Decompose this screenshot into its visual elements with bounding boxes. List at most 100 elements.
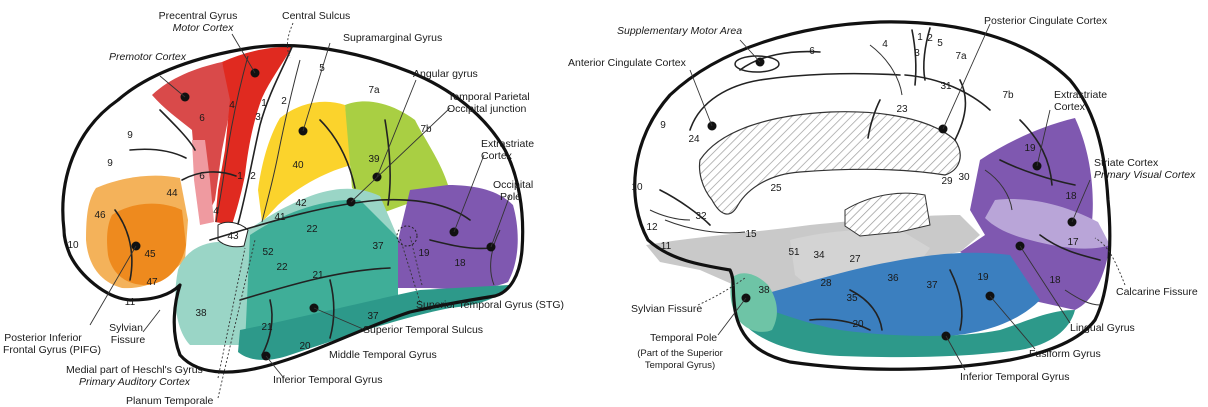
label-sts: Superior Temporal Sulcus	[363, 324, 483, 336]
label-extrastriate-medial: Extrastriate	[1054, 89, 1107, 101]
area-label: 25	[770, 183, 782, 194]
label-extrastriate: Extrastriate	[481, 138, 534, 150]
label-extrastriate-medial-2: Cortex	[1054, 101, 1086, 113]
lateral-view: 6 4 3 1 2 5 7a 9 9 6 4 1 2 40 39 7b 44 4…	[3, 10, 564, 407]
area-label: 9	[660, 120, 666, 131]
label-tpo-junction: Temporal Parietal	[448, 91, 530, 103]
label-temporal-pole: Temporal Pole	[650, 332, 717, 344]
label-primary-auditory: Primary Auditory Cortex	[79, 376, 191, 388]
area-label: 18	[454, 258, 466, 269]
label-lingual-gyrus: Lingual Gyrus	[1070, 322, 1135, 334]
area-label: 19	[1024, 143, 1036, 154]
area-label: 21	[312, 270, 324, 281]
area-label: 32	[695, 211, 707, 222]
label-itg-medial: Inferior Temporal Gyrus	[960, 371, 1070, 383]
area-label: 23	[896, 104, 908, 115]
area-label: 10	[631, 182, 643, 193]
label-calcarine-fissure: Calcarine Fissure	[1116, 286, 1198, 298]
area-label: 10	[67, 240, 79, 251]
label-premotor-cortex: Premotor Cortex	[109, 51, 187, 63]
area-label: 5	[937, 38, 943, 49]
area-label: 7a	[368, 85, 380, 96]
area-label: 37	[926, 280, 938, 291]
area-label: 34	[813, 250, 825, 261]
area-label: 24	[688, 134, 700, 145]
label-heschl: Medial part of Heschl's Gyrus	[66, 364, 203, 376]
area-label: 1	[261, 98, 267, 109]
area-label: 18	[1065, 191, 1077, 202]
area-label: 44	[166, 188, 178, 199]
area-label: 1	[237, 171, 243, 182]
area-label: 43	[227, 231, 239, 242]
label-sylvian-fissure-2: Fissure	[111, 334, 146, 346]
area-label: 11	[661, 241, 672, 252]
label-central-sulcus: Central Sulcus	[282, 10, 350, 22]
label-fusiform-gyrus: Fusiform Gyrus	[1029, 348, 1101, 360]
label-mtg: Middle Temporal Gyrus	[329, 349, 437, 361]
area-label: 46	[94, 210, 106, 221]
label-pifg: Posterior Inferior	[4, 332, 82, 344]
area-label: 11	[125, 297, 136, 308]
area-label: 40	[292, 160, 304, 171]
area-label: 28	[820, 278, 832, 289]
area-label: 37	[372, 241, 384, 252]
area-label: 52	[262, 247, 274, 258]
area-label: 38	[195, 308, 207, 319]
area-label: 47	[146, 277, 158, 288]
area-label: 20	[852, 319, 864, 330]
label-itg: Inferior Temporal Gyrus	[273, 374, 383, 386]
area-label: 15	[745, 229, 757, 240]
area-label: 22	[276, 262, 288, 273]
area-label: 39	[368, 154, 380, 165]
area-label: 2	[250, 171, 256, 182]
area-label: 4	[213, 206, 219, 217]
area-label: 20	[299, 341, 311, 352]
label-precentral-gyrus: Precentral Gyrus	[159, 10, 238, 22]
label-pifg-2: Frontal Gyrus (PIFG)	[3, 344, 101, 356]
area-label: 45	[144, 249, 156, 260]
area-label: 18	[1049, 275, 1061, 286]
area-label: 6	[199, 171, 205, 182]
label-occipital-pole-2: Pole	[500, 191, 521, 203]
label-sylvian-fissure-medial: Sylvian Fissure	[631, 303, 702, 315]
area-label: 7a	[955, 51, 967, 62]
label-temporal-pole-sub-2: Temporal Gyrus)	[645, 360, 715, 371]
area-label: 9	[107, 158, 113, 169]
area-label: 3	[914, 48, 920, 59]
area-label: 7b	[420, 124, 432, 135]
area-label: 9	[127, 130, 133, 141]
area-label: 19	[418, 248, 430, 259]
area-label: 2	[281, 96, 287, 107]
label-stg: Superior Temporal Gyrus (STG)	[416, 299, 564, 311]
area-label: 27	[849, 254, 861, 265]
area-label: 6	[199, 113, 205, 124]
label-motor-cortex: Motor Cortex	[173, 22, 234, 34]
area-label: 35	[846, 293, 858, 304]
label-sylvian-fissure: Sylvian	[109, 322, 143, 334]
label-sma: Supplementary Motor Area	[617, 25, 742, 37]
label-angular-gyrus: Angular gyrus	[413, 68, 478, 80]
label-temporal-pole-sub: (Part of the Superior	[637, 348, 723, 359]
label-occipital-pole: Occipital	[493, 179, 533, 191]
area-label: 4	[882, 39, 888, 50]
area-label: 12	[646, 222, 658, 233]
area-label: 17	[1067, 237, 1079, 248]
area-label: 4	[229, 100, 235, 111]
area-label: 36	[887, 273, 899, 284]
area-label: 7b	[1002, 90, 1014, 101]
area-label: 31	[940, 81, 952, 92]
label-striate-cortex: Striate Cortex	[1094, 157, 1159, 169]
label-extrastriate-2: Cortex	[481, 150, 513, 162]
area-label: 22	[306, 224, 318, 235]
label-supramarginal-gyrus: Supramarginal Gyrus	[343, 32, 442, 44]
area-label: 6	[809, 46, 815, 57]
area-label: 41	[274, 212, 286, 223]
area-label: 38	[758, 285, 770, 296]
area-label: 29	[941, 176, 953, 187]
label-planum-temporale: Planum Temporale	[126, 395, 214, 407]
area-label: 2	[927, 33, 933, 44]
label-acc: Anterior Cingulate Cortex	[568, 57, 687, 69]
label-pcc: Posterior Cingulate Cortex	[984, 15, 1108, 27]
area-label: 19	[977, 272, 989, 283]
